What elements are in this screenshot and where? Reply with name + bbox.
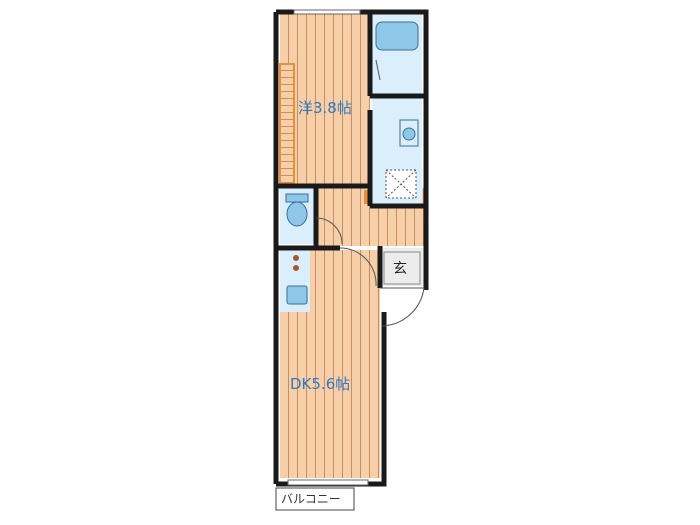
washer-pan-line — [385, 169, 417, 199]
entrance-box — [383, 251, 421, 285]
hall-door-swing — [339, 247, 377, 287]
bedroom-label: 洋3.8帖 — [298, 99, 352, 117]
balcony-window — [287, 479, 369, 486]
kitchen-sink — [286, 285, 308, 305]
balcony-label: バルコニー — [281, 492, 341, 506]
bath-door-swing — [375, 59, 381, 81]
entrance-area — [380, 248, 424, 286]
toilet-door-swing — [315, 217, 343, 245]
stove-burner — [293, 255, 299, 261]
bathtub — [375, 21, 419, 51]
top-window — [293, 9, 361, 15]
wash-basin — [402, 127, 416, 141]
closet — [279, 63, 295, 185]
balcony — [275, 487, 355, 511]
stove-burner — [293, 265, 299, 271]
entrance-door-swing — [380, 287, 425, 327]
wash-counter — [399, 119, 419, 147]
entrance-label: 玄 — [393, 260, 407, 277]
dk-label: DK5.6帖 — [290, 375, 350, 393]
toilet-bowl — [286, 201, 308, 227]
toilet-tank — [285, 193, 309, 203]
